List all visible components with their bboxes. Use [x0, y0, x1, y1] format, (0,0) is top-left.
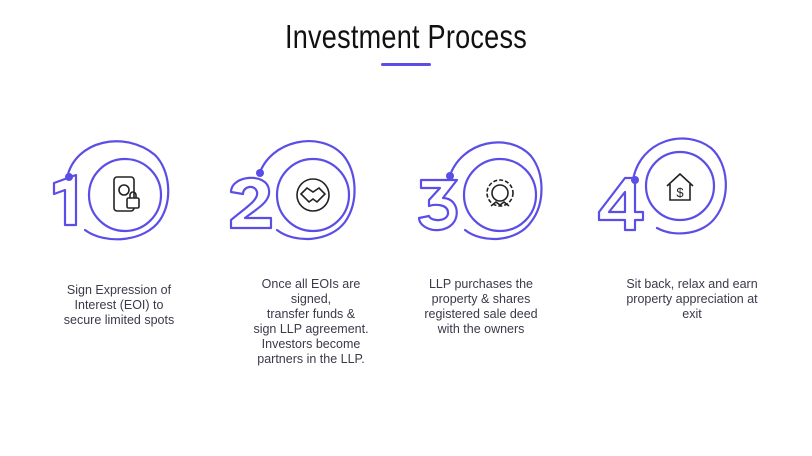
title-underline	[381, 63, 431, 66]
gear-handshake-icon	[486, 179, 514, 207]
step-1-description: Sign Expression of Interest (EOI) to sec…	[63, 283, 175, 327]
house-dollar-icon: $	[666, 172, 694, 201]
step-1-start-dot	[65, 173, 73, 181]
step-3-start-dot	[446, 172, 454, 180]
handshake-icon	[296, 178, 330, 212]
phone-eoi-lock-icon	[113, 176, 140, 212]
step-3-number	[417, 178, 459, 232]
step-3-description: LLP purchases the property & shares regi…	[424, 277, 538, 336]
step-3-graphic	[417, 141, 543, 241]
svg-text:$: $	[676, 185, 684, 200]
step-4-graphic: $	[597, 137, 727, 235]
step-1-number	[52, 173, 78, 227]
step-2-number	[229, 176, 273, 230]
step-2-graphic	[229, 140, 356, 241]
step-1-graphic	[52, 140, 170, 241]
step-4-start-dot	[631, 176, 639, 184]
step-2-start-dot	[256, 169, 264, 177]
step-4-number	[597, 176, 645, 232]
step-2-description: Once all EOIs are signed, transfer funds…	[253, 277, 369, 366]
step-4-description: Sit back, relax and earn property apprec…	[626, 277, 758, 321]
page-title: Investment Process	[284, 18, 528, 55]
